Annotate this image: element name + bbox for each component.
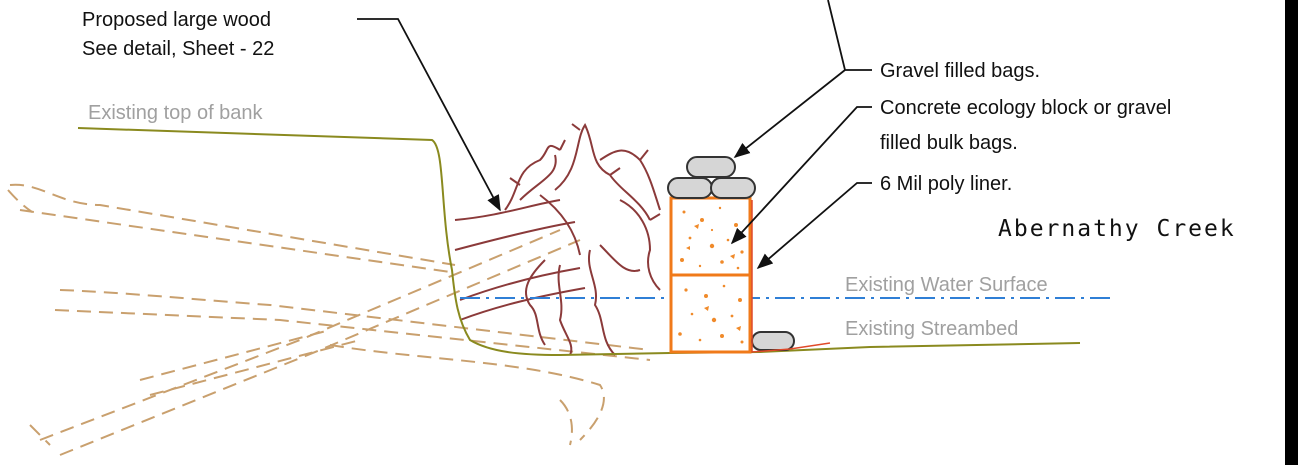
ecology-block-lower [669, 273, 752, 354]
gravel-bag-toe [751, 331, 795, 351]
existing-bank-line [77, 127, 1081, 357]
label-poly-liner: 6 Mil poly liner. [880, 173, 1012, 195]
leader-gravel-bags [735, 0, 872, 157]
label-water-surface: Existing Water Surface [845, 274, 1048, 296]
gravel-bag-left [667, 177, 713, 199]
sheet-frame-border [1285, 0, 1298, 465]
label-concrete-block-line1: Concrete ecology block or gravel [880, 97, 1171, 119]
label-proposed-wood-line2: See detail, Sheet - 22 [82, 38, 274, 60]
label-gravel-filled-bags: Gravel filled bags. [880, 60, 1040, 82]
label-existing-top-of-bank: Existing top of bank [88, 102, 264, 124]
ecology-block-stack [669, 196, 752, 354]
label-proposed-wood-line1: Proposed large wood [82, 9, 271, 31]
leader-proposed-wood [357, 18, 501, 212]
poly-liner [751, 200, 831, 353]
gravel-bag-right [710, 177, 756, 199]
leader-concrete-block [730, 106, 872, 245]
gravel-bag-top [686, 156, 736, 178]
existing-logs [7, 183, 651, 456]
leader-lines [357, 0, 872, 270]
label-creek-name: Abernathy Creek [998, 216, 1236, 242]
leader-poly-liner [756, 182, 872, 270]
label-streambed: Existing Streambed [845, 318, 1018, 340]
label-concrete-block-line2: filled bulk bags. [880, 132, 1018, 154]
rootwad-large-wood [454, 123, 661, 356]
